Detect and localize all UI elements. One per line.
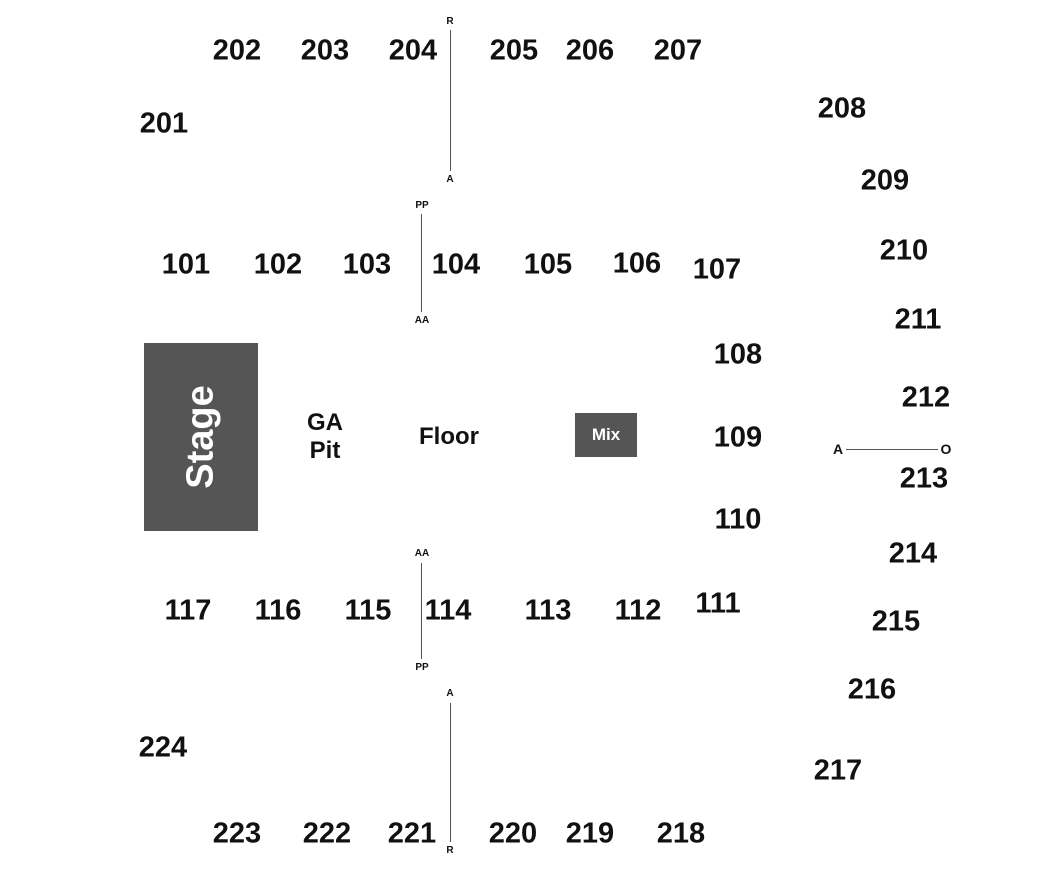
section-219[interactable]: 219	[565, 817, 615, 850]
section-202[interactable]: 202	[212, 34, 262, 67]
section-205[interactable]: 205	[489, 34, 539, 67]
section-101[interactable]: 101	[161, 248, 211, 281]
row-marker-line-upper-right	[846, 449, 938, 450]
section-201[interactable]: 201	[139, 107, 189, 140]
floor-label: Floor	[419, 423, 479, 450]
section-204[interactable]: 204	[388, 34, 438, 67]
section-111[interactable]: 111	[695, 587, 741, 620]
section-208[interactable]: 208	[817, 92, 867, 125]
section-210[interactable]: 210	[879, 234, 929, 267]
section-102[interactable]: 102	[253, 248, 303, 281]
section-103[interactable]: 103	[342, 248, 392, 281]
section-214[interactable]: 214	[888, 537, 938, 570]
stage-label: Stage	[179, 385, 222, 489]
section-206[interactable]: 206	[565, 34, 615, 67]
ga-pit-label: GA Pit	[307, 409, 343, 465]
section-105[interactable]: 105	[523, 248, 573, 281]
section-222[interactable]: 222	[302, 817, 352, 850]
section-211[interactable]: 211	[894, 303, 942, 336]
mix-position: Mix	[575, 413, 637, 457]
section-203[interactable]: 203	[300, 34, 350, 67]
row-marker-upper-right-end: O	[940, 441, 952, 457]
section-218[interactable]: 218	[656, 817, 706, 850]
section-112[interactable]: 112	[614, 594, 662, 627]
section-212[interactable]: 212	[901, 381, 951, 414]
section-224[interactable]: 224	[138, 731, 188, 764]
section-216[interactable]: 216	[847, 673, 897, 706]
section-221[interactable]: 221	[387, 817, 437, 850]
row-marker-upper-top-start: R	[446, 16, 454, 27]
row-marker-line-upper-bottom	[450, 703, 451, 842]
ga-pit-label-line1: GA	[307, 409, 343, 436]
section-213[interactable]: 213	[899, 462, 949, 495]
section-109[interactable]: 109	[713, 421, 763, 454]
section-207[interactable]: 207	[653, 34, 703, 67]
row-marker-upper-bottom-end: R	[446, 845, 454, 856]
row-marker-lower-bottom-start: AA	[414, 548, 430, 559]
section-115[interactable]: 115	[344, 594, 392, 627]
section-106[interactable]: 106	[612, 247, 662, 280]
section-223[interactable]: 223	[212, 817, 262, 850]
row-marker-upper-right-start: A	[832, 441, 844, 457]
section-217[interactable]: 217	[813, 754, 863, 787]
section-220[interactable]: 220	[488, 817, 538, 850]
ga-pit-label-line2: Pit	[309, 437, 341, 464]
row-marker-lower-top-end: AA	[414, 315, 430, 326]
section-104[interactable]: 104	[431, 248, 481, 281]
section-114[interactable]: 114	[424, 594, 472, 627]
section-209[interactable]: 209	[860, 164, 910, 197]
section-116[interactable]: 116	[254, 594, 302, 627]
row-marker-lower-top-start: PP	[415, 200, 429, 211]
section-117[interactable]: 117	[164, 594, 212, 627]
section-215[interactable]: 215	[871, 605, 921, 638]
row-marker-lower-bottom-end: PP	[415, 662, 429, 673]
section-108[interactable]: 108	[713, 338, 763, 371]
stage-block: Stage	[144, 343, 258, 531]
section-107[interactable]: 107	[692, 253, 742, 286]
section-113[interactable]: 113	[524, 594, 572, 627]
row-marker-line-lower-bottom	[421, 563, 422, 659]
mix-label: Mix	[591, 425, 621, 444]
section-110[interactable]: 110	[714, 503, 762, 536]
row-marker-upper-top-end: A	[446, 174, 454, 185]
row-marker-line-upper-top	[450, 30, 451, 171]
row-marker-upper-bottom-start: A	[446, 688, 454, 699]
row-marker-line-lower-top	[421, 214, 422, 312]
